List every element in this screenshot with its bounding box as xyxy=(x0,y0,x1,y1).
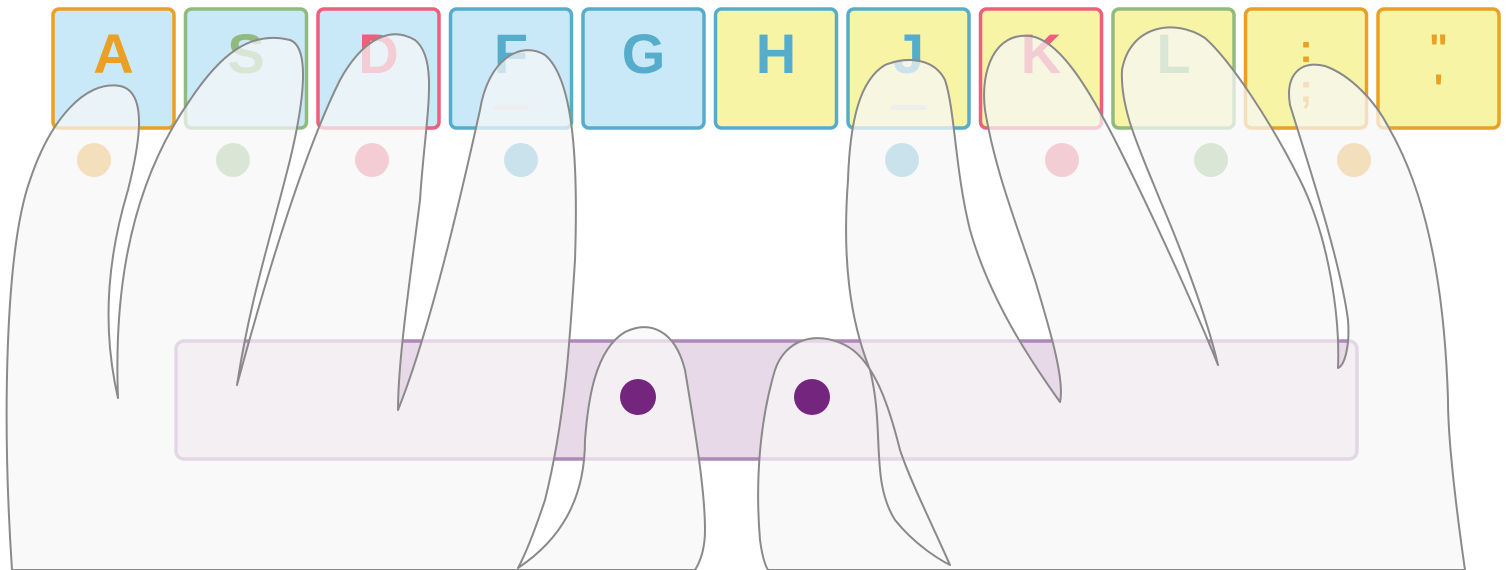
key-cap xyxy=(581,7,706,130)
left-hand-outline xyxy=(5,33,706,570)
key-label: : xyxy=(1299,27,1312,71)
key-sublabel: ' xyxy=(1434,67,1444,111)
key-4: G xyxy=(581,7,706,130)
thumb-dots xyxy=(620,379,830,415)
key-label: G xyxy=(622,22,666,85)
hands-outline xyxy=(5,26,1466,570)
key-label: H xyxy=(756,22,796,85)
key-5: H xyxy=(713,7,839,130)
right-hand-outline xyxy=(757,26,1466,570)
key-label: " xyxy=(1429,27,1448,71)
thumb-dot-1 xyxy=(794,379,830,415)
key-label: A xyxy=(93,22,133,85)
key-10: "' xyxy=(1376,7,1501,130)
key-cap xyxy=(713,7,839,130)
key-cap xyxy=(1376,7,1501,130)
thumb-dot-0 xyxy=(620,379,656,415)
